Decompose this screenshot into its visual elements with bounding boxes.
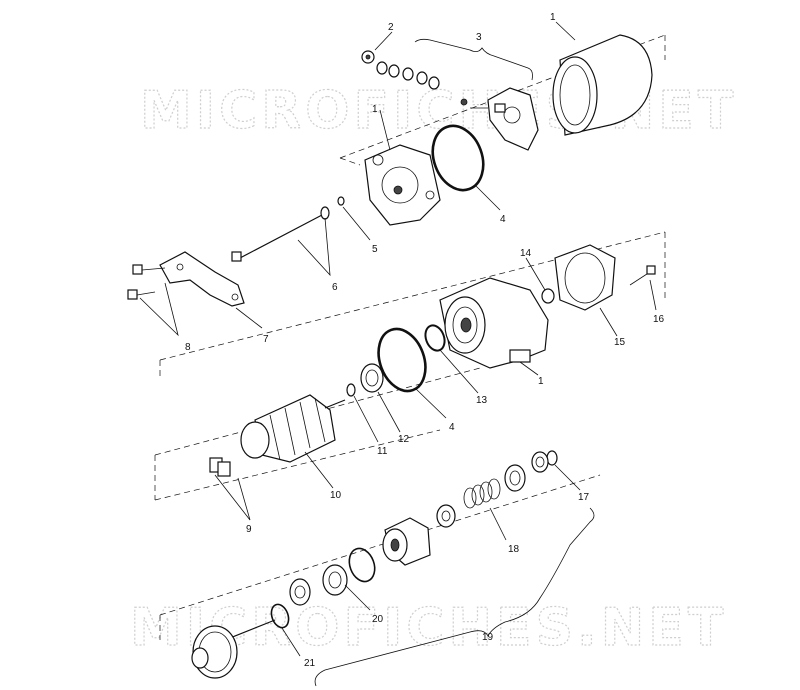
pinion-clutch-part xyxy=(382,517,431,566)
callout-21: 21 xyxy=(304,658,316,669)
callout-1-top: 1 xyxy=(550,12,556,23)
callout-19: 19 xyxy=(482,632,494,643)
callout-1-endcover: 1 xyxy=(372,104,378,115)
front-bracket-housing-part xyxy=(439,277,549,369)
callout-7: 7 xyxy=(263,334,269,345)
yoke-housing-part xyxy=(552,34,653,136)
callout-16: 16 xyxy=(653,314,665,325)
callout-labels: 1 2 3 1 4 5 6 7 8 14 16 15 1 13 4 12 11 … xyxy=(185,12,665,669)
screw-16-part xyxy=(629,265,656,286)
callout-9: 9 xyxy=(246,524,252,535)
callout-14: 14 xyxy=(520,248,532,259)
snap-ring-21-part xyxy=(270,603,290,629)
callout-12: 12 xyxy=(398,434,410,445)
o-ring-13-part xyxy=(424,324,446,352)
callout-13: 13 xyxy=(476,395,488,406)
drive-gear-shaft-part xyxy=(191,619,276,679)
callout-11: 11 xyxy=(377,446,388,457)
callout-2: 2 xyxy=(388,22,394,33)
brush-holder-part xyxy=(460,87,539,151)
washer-11-part xyxy=(346,383,356,397)
o-ring-upper-part xyxy=(431,124,485,192)
o-ring-lower-part xyxy=(377,327,427,393)
gasket-part xyxy=(554,244,616,311)
callout-20: 20 xyxy=(372,614,384,625)
leader-lines xyxy=(139,21,657,687)
callout-17: 17 xyxy=(578,492,590,503)
armature-part xyxy=(240,394,346,463)
callout-18: 18 xyxy=(508,544,520,555)
bracket-bolts-part xyxy=(127,264,166,300)
bracket-part xyxy=(159,251,245,307)
ring-17-part xyxy=(531,450,558,473)
callout-8: 8 xyxy=(185,342,191,353)
callout-6: 6 xyxy=(332,282,338,293)
washer-14-part xyxy=(541,288,555,304)
nut-and-washers-part xyxy=(361,50,440,90)
bearing-part xyxy=(360,363,384,393)
spring-and-collar-part xyxy=(436,464,526,528)
end-cover-part xyxy=(364,144,441,226)
callout-10: 10 xyxy=(330,490,342,501)
callout-15: 15 xyxy=(614,337,626,348)
through-bolt-part xyxy=(231,206,330,262)
callout-1-housing: 1 xyxy=(538,376,544,387)
callout-3: 3 xyxy=(476,32,482,43)
callout-4-lower: 4 xyxy=(449,422,455,433)
callout-5: 5 xyxy=(372,244,378,255)
brushes-part xyxy=(209,457,231,477)
ring-20-part xyxy=(289,547,376,606)
small-washer-part xyxy=(337,196,345,206)
callout-4-upper: 4 xyxy=(500,214,506,225)
